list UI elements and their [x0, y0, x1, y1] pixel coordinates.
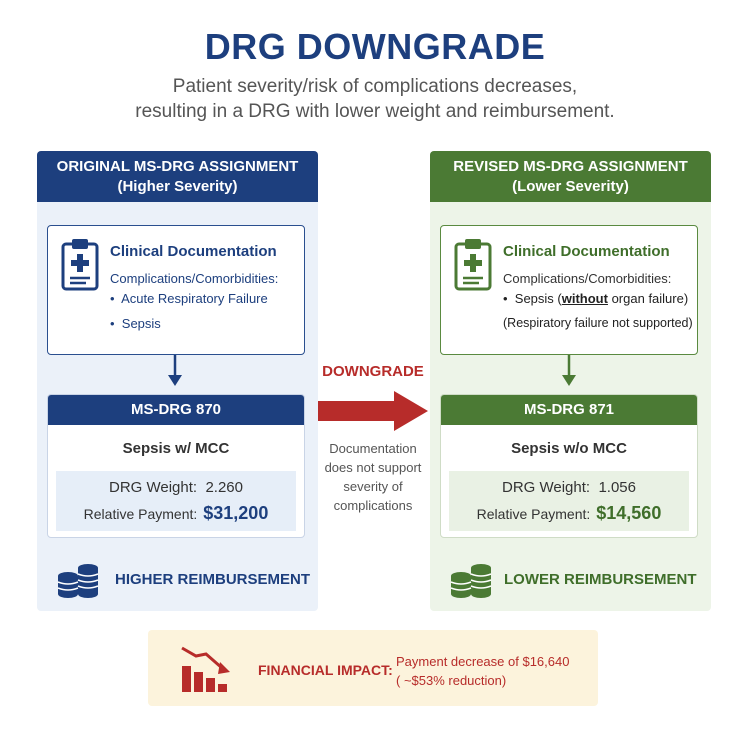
- payment-value: $31,200: [203, 503, 269, 523]
- original-header-title: ORIGINAL MS-DRG ASSIGNMENT: [56, 158, 299, 175]
- revised-clinical-documentation: Clinical Documentation Complications/Com…: [440, 225, 698, 355]
- drg-weight: DRG Weight: 2.260: [109, 479, 243, 496]
- note-line: Documentation: [329, 441, 417, 456]
- relative-payment: Relative Payment:$31,200: [83, 503, 269, 523]
- drg-code: MS-DRG 870: [48, 395, 304, 425]
- page-subtitle: Patient severity/risk of complications d…: [0, 74, 750, 124]
- drg-values: DRG Weight: 2.260 Relative Payment:$31,2…: [56, 471, 296, 531]
- note-line: severity of: [343, 479, 403, 494]
- financial-impact-text: Payment decrease of $16,640 ( ~$53% redu…: [396, 652, 569, 690]
- financial-impact-label: FINANCIAL IMPACT:: [258, 662, 393, 678]
- drg-name: Sepsis w/o MCC: [511, 440, 627, 457]
- subtitle-line-1: Patient severity/risk of complications d…: [172, 76, 578, 97]
- without-emphasis: without: [561, 291, 608, 306]
- original-clinical-documentation: Clinical Documentation Complications/Com…: [47, 225, 305, 355]
- unsupported-note: (Respiratory failure not supported): [503, 316, 693, 330]
- down-arrow-icon: [168, 355, 182, 386]
- documentation-title: Clinical Documentation: [503, 243, 670, 260]
- documentation-title: Clinical Documentation: [110, 243, 277, 260]
- declining-bar-chart-icon: [181, 646, 230, 692]
- drg-values: DRG Weight: 1.056 Relative Payment:$14,5…: [449, 471, 689, 531]
- original-header-severity: (Higher Severity): [117, 178, 238, 195]
- coin-stack-icon: [57, 564, 99, 598]
- list-item: • Acute Respiratory Failure: [110, 291, 268, 306]
- comorbidities-label: Complications/Comorbidities:: [110, 271, 279, 286]
- coin-stack-icon: [450, 564, 492, 598]
- down-arrow-icon: [562, 355, 576, 386]
- drg-code: MS-DRG 871: [441, 395, 697, 425]
- lower-reimbursement-label: LOWER REIMBURSEMENT: [504, 571, 697, 588]
- subtitle-line-2: resulting in a DRG with lower weight and…: [135, 101, 615, 122]
- higher-reimbursement-label: HIGHER REIMBURSEMENT: [115, 571, 311, 588]
- note-line: does not support: [324, 460, 422, 475]
- clipboard-medical-icon: [454, 239, 492, 291]
- relative-payment: Relative Payment:$14,560: [476, 503, 662, 523]
- revised-header-title: REVISED MS-DRG ASSIGNMENT: [453, 158, 688, 175]
- payment-value: $14,560: [596, 503, 662, 523]
- comorbidities-label: Complications/Comorbidities:: [503, 271, 672, 286]
- original-panel-header: ORIGINAL MS-DRG ASSIGNMENT (Higher Sever…: [37, 151, 318, 202]
- downgrade-explanation: Documentation does not support severity …: [318, 439, 428, 515]
- downgrade-label: DOWNGRADE: [322, 363, 424, 380]
- note-line: complications: [333, 498, 413, 513]
- downgrade-arrow-icon: [318, 391, 428, 431]
- clipboard-medical-icon: [61, 239, 99, 291]
- revised-drg-card: MS-DRG 871 Sepsis w/o MCC DRG Weight: 1.…: [440, 394, 698, 538]
- impact-line: Payment decrease of $16,640: [396, 654, 570, 669]
- drg-weight: DRG Weight: 1.056: [502, 479, 636, 496]
- list-item: • Sepsis (without organ failure): [503, 291, 689, 306]
- revised-panel-header: REVISED MS-DRG ASSIGNMENT (Lower Severit…: [430, 151, 711, 202]
- original-drg-card: MS-DRG 870 Sepsis w/ MCC DRG Weight: 2.2…: [47, 394, 305, 538]
- impact-line: ( ~$53% reduction): [396, 673, 507, 688]
- drg-name: Sepsis w/ MCC: [122, 440, 230, 457]
- list-item: • Sepsis: [110, 316, 161, 331]
- page-title: DRG DOWNGRADE: [204, 26, 546, 67]
- financial-impact-box: FINANCIAL IMPACT: Payment decrease of $1…: [148, 630, 598, 706]
- revised-header-severity: (Lower Severity): [512, 178, 629, 195]
